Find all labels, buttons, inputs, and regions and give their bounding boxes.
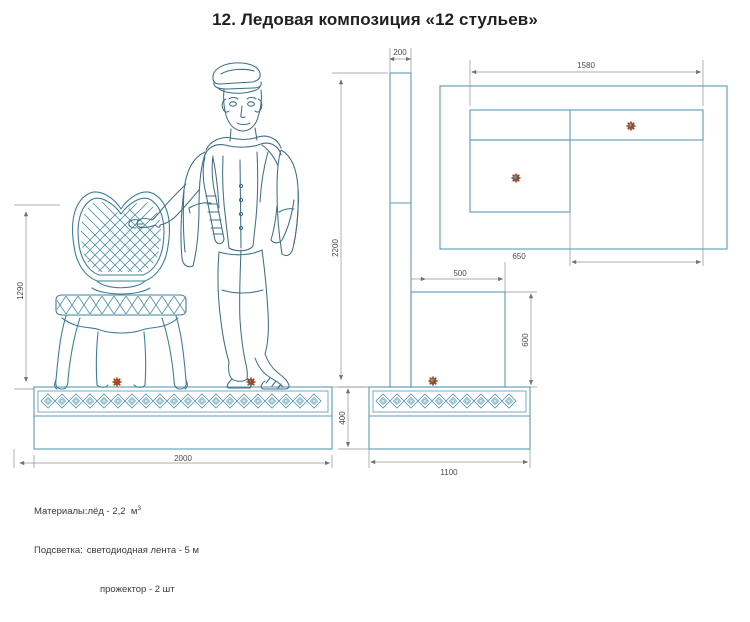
dim-plan-depth-b: 650	[512, 252, 526, 261]
technical-drawing: 1290 2000	[13, 48, 728, 477]
projector-marker	[510, 172, 522, 184]
dim-block-height: 600	[521, 333, 530, 347]
materials-label: Материалы:	[34, 506, 88, 518]
side-elevation-dimensions	[332, 48, 537, 468]
dim-base-width-side: 1100	[440, 468, 458, 477]
man-figure	[128, 62, 299, 390]
front-elevation-dimensions	[13, 204, 333, 468]
front-elevation-pedestal	[33, 376, 333, 450]
drawing-sheet: 12. Ледовая композиция «12 стульев»	[13, 10, 728, 595]
pedestal-ornament-band-side	[375, 393, 517, 409]
projector-marker	[427, 375, 439, 387]
lighting-line-2: прожектор - 2 шт	[34, 583, 199, 596]
projector-marker	[111, 376, 123, 388]
dim-base-height: 400	[338, 411, 347, 425]
specification-notes: Материалы:лёд - 2,2 м3 Подсветка:светоди…	[34, 476, 199, 622]
materials-line: Материалы:лёд - 2,2 м3	[34, 502, 199, 518]
page-title: 12. Ледовая композиция «12 стульев»	[212, 10, 538, 29]
lighting-value-1: светодиодная лента - 5 м	[86, 545, 200, 557]
dim-column-width: 200	[393, 48, 407, 57]
dim-plan-width: 1580	[577, 61, 595, 70]
plan-view	[439, 85, 728, 250]
side-elevation-view	[368, 72, 531, 450]
lighting-line-1: Подсветка:светодиодная лента - 5 м	[34, 544, 199, 557]
lighting-value-2: прожектор - 2 шт	[100, 584, 175, 596]
materials-superscript: 3	[137, 505, 141, 512]
plan-view-dimensions	[469, 60, 704, 266]
dim-base-width-front: 2000	[174, 454, 192, 463]
materials-value: лёд - 2,2 м	[87, 506, 138, 518]
dim-plan-depth-a: 500	[453, 269, 467, 278]
dim-total-height: 2200	[331, 239, 340, 257]
lighting-label: Подсветка:	[34, 545, 83, 557]
projector-marker	[625, 120, 637, 132]
dim-chair-height: 1290	[16, 282, 25, 300]
